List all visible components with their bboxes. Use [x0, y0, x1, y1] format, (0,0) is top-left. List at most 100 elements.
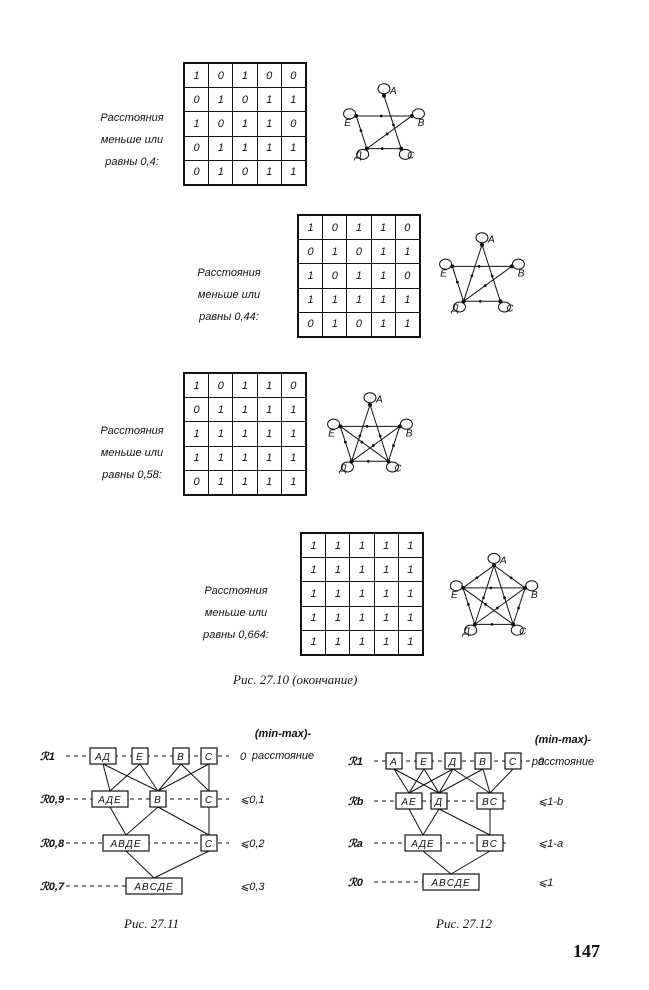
merge-arrow	[157, 763, 182, 792]
edge-arrow	[490, 274, 494, 278]
cluster-label: ABДE	[109, 839, 141, 850]
panel-1-label: Расстояния меньше или равны 0,4:	[80, 102, 184, 179]
matrix-cell: 1	[256, 111, 282, 137]
matrix-cell: 1	[373, 557, 399, 583]
matrix-cell: 1	[373, 605, 399, 631]
edge-arrow	[392, 444, 395, 447]
matrix-cell: 1	[256, 159, 282, 186]
graph-node	[511, 622, 516, 627]
graph-node-label: B	[518, 268, 525, 279]
merge-arrow	[125, 806, 159, 836]
graph-edge	[351, 404, 371, 462]
cluster-box	[422, 873, 480, 891]
graph-edge	[339, 425, 389, 462]
merge-arrow	[180, 763, 210, 792]
level-name: ℛ1	[40, 751, 55, 763]
graph-node	[386, 459, 391, 464]
matrix-cell: 1	[322, 287, 348, 313]
cluster-label: C	[205, 839, 213, 850]
graph-node-label: E	[344, 118, 351, 129]
graph-node	[382, 93, 386, 98]
matrix-cell: 1	[256, 469, 282, 496]
matrix-cell: 1	[370, 287, 396, 313]
cluster-label: BC	[482, 797, 498, 808]
level-name: ℛ0,7	[40, 881, 65, 893]
label-line: меньше или	[100, 134, 164, 146]
matrix-cell: 0	[394, 263, 421, 289]
label-line: равны 0,664:	[203, 629, 269, 641]
merge-arrow	[452, 768, 491, 794]
merge-arrow	[102, 763, 111, 792]
matrix-cell: 0	[183, 87, 210, 113]
self-loop	[452, 301, 466, 313]
graph-edge	[366, 115, 413, 150]
graph-edge	[355, 115, 368, 149]
matrix-cell: 1	[256, 372, 282, 399]
cluster-box	[89, 747, 117, 765]
matrix-cell: 1	[280, 159, 307, 186]
self-loop	[439, 258, 453, 270]
level-value: 0	[240, 751, 247, 763]
panel-2-label: Расстояния меньше или равны 0,44:	[178, 257, 280, 334]
matrix-cell: 1	[183, 62, 210, 89]
cluster-label: ABCДE	[430, 878, 470, 889]
self-loop	[487, 552, 501, 564]
cluster-box	[504, 752, 522, 770]
figure-caption-27-12: Рис. 27.12	[436, 916, 492, 931]
level-value: ⩽0,3	[240, 881, 265, 893]
edge-arrow	[466, 602, 470, 606]
graph-node	[368, 402, 372, 407]
level-value: ⩽1-b	[538, 796, 563, 808]
level-value: ⩽1	[538, 877, 553, 889]
merge-arrow	[157, 763, 210, 792]
graph-node	[461, 299, 466, 304]
matrix-cell: 1	[280, 135, 307, 161]
label-line: Расстояния	[100, 425, 164, 437]
level-name: ℛ1	[348, 756, 363, 768]
cluster-box	[131, 747, 149, 765]
level-name: ℛ0	[348, 877, 364, 889]
self-loop	[525, 580, 539, 592]
graph-node	[409, 113, 414, 118]
cluster-box	[200, 790, 218, 808]
cluster-box	[102, 834, 150, 852]
self-loop	[340, 461, 354, 473]
merge-arrow	[139, 763, 159, 792]
graph-node	[523, 585, 528, 590]
matrix-cell: 1	[397, 532, 424, 559]
matrix-cell: 1	[208, 445, 234, 471]
merge-arrow	[408, 768, 454, 794]
graph-node	[354, 113, 359, 118]
matrix-cell: 1	[370, 311, 396, 338]
panel-3-graph: ABCДE	[327, 392, 413, 474]
matrix-cell: 1	[349, 532, 375, 559]
figure-caption-27-10: Рис. 27.10 (окончание)	[233, 672, 358, 687]
graph-node-label: Д	[339, 463, 347, 474]
graph-node	[509, 264, 514, 269]
graph-edge	[339, 426, 353, 462]
merge-arrow	[109, 763, 141, 792]
graph-node-label: Д	[462, 626, 470, 637]
graph-node-label: A	[499, 555, 507, 566]
edge-arrow	[371, 444, 375, 447]
label-line: равны 0,44:	[199, 311, 259, 323]
label-line: меньше или	[204, 607, 268, 619]
graph-node-label: C	[407, 151, 415, 162]
panel-4-graph: ABCДE	[449, 552, 539, 637]
self-loop	[399, 418, 413, 430]
graph-node-label: C	[506, 303, 514, 314]
cluster-box	[430, 792, 448, 810]
matrix-cell: 1	[394, 311, 421, 338]
matrix-cell: 0	[297, 311, 324, 338]
edge-arrow	[478, 299, 482, 303]
cluster-label: C	[205, 752, 213, 763]
cluster-box	[476, 834, 504, 852]
graph-node-label: E	[328, 428, 335, 439]
merge-arrow	[125, 850, 155, 879]
edge-arrow	[392, 123, 395, 127]
cluster-label: AДE	[410, 839, 434, 850]
self-loop	[327, 418, 341, 430]
graph-node	[472, 622, 477, 627]
